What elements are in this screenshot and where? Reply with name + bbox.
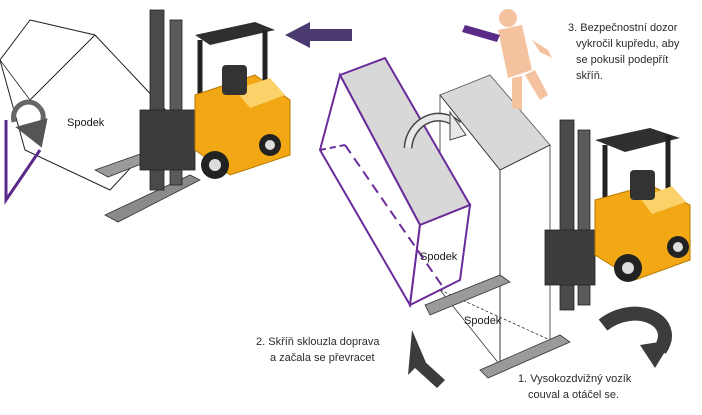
footprint-bottom-label: Spodek xyxy=(464,315,502,327)
right-forklift xyxy=(424,119,691,379)
svg-text:3. Bezpečnostní dozor: 3. Bezpečnostní dozor xyxy=(568,22,678,34)
left-forklift xyxy=(94,9,291,223)
step-3-text: 3. Bezpečnostní dozor vykročil kupředu, … xyxy=(568,22,680,82)
u-turn-arrow-icon xyxy=(598,306,672,368)
svg-text:vykročil kupředu, aby: vykročil kupředu, aby xyxy=(576,38,680,50)
svg-text:couval a otáčel se.: couval a otáčel se. xyxy=(528,389,619,401)
left-box-bottom-label: Spodek xyxy=(67,117,105,129)
svg-text:skříň.: skříň. xyxy=(576,70,603,82)
step-1-text: 1. Vysokozdvižný vozík couval a otáčel s… xyxy=(518,373,632,401)
right-scene: Spodek Spo xyxy=(318,9,691,388)
left-scene: Spodek xyxy=(0,9,291,223)
up-left-arrow-icon xyxy=(408,330,445,388)
step-2-text: 2. Skříň sklouzla doprava a začala se př… xyxy=(256,336,380,364)
curved-rotate-arrow-icon xyxy=(11,99,48,148)
tilting-box-bottom-label: Spodek xyxy=(420,251,458,263)
svg-text:a začala se převracet: a začala se převracet xyxy=(270,352,375,364)
svg-text:se pokusil podepřít: se pokusil podepřít xyxy=(576,54,668,66)
curved-rotate-arrow-icon xyxy=(403,110,467,149)
purple-tilting-box xyxy=(318,56,472,309)
svg-text:2. Skříň sklouzla doprava: 2. Skříň sklouzla doprava xyxy=(256,336,380,348)
person-icon xyxy=(462,9,552,110)
svg-text:1. Vysokozdvižný vozík: 1. Vysokozdvižný vozík xyxy=(518,373,632,385)
left-arrow-icon xyxy=(285,22,352,48)
